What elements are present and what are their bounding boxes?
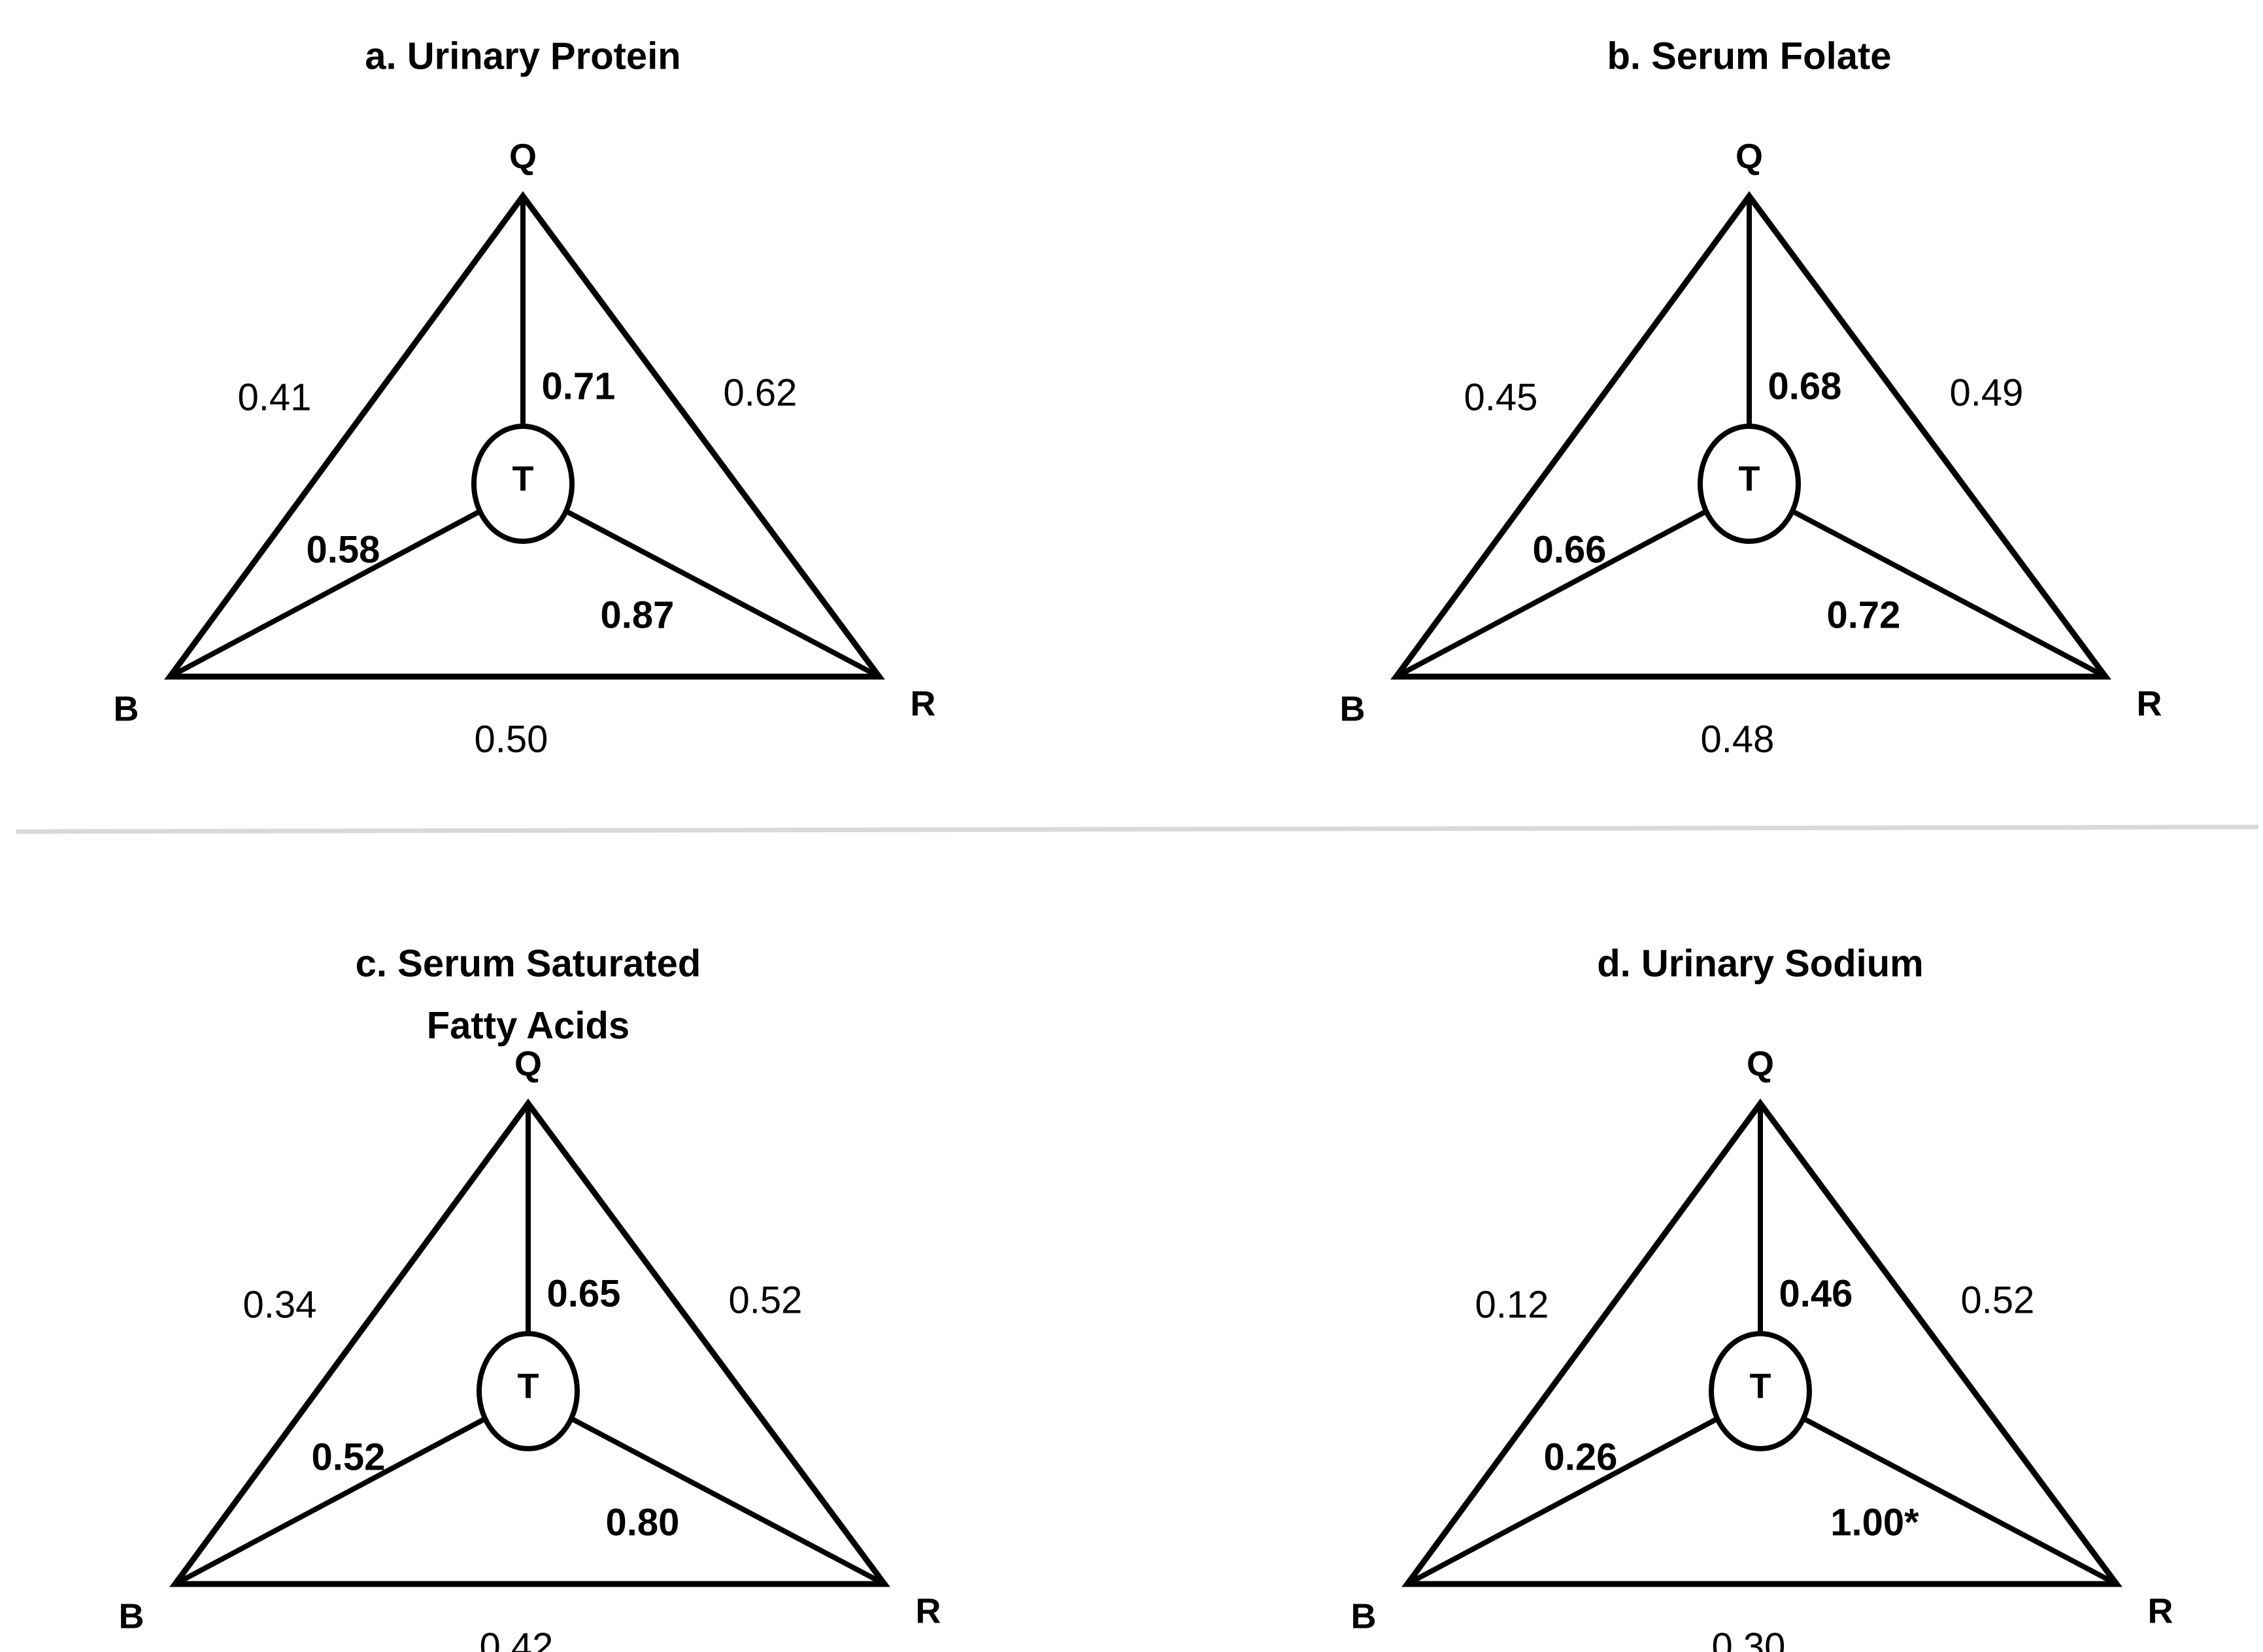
edge-value-q-r: 0.52 <box>1961 1279 2035 1321</box>
edge-value-q-r: 0.52 <box>729 1279 803 1321</box>
vertex-label-q: Q <box>1747 1044 1774 1083</box>
center-node-label: T <box>518 1366 539 1406</box>
spoke-value-b-t: 0.58 <box>307 528 380 571</box>
panel-title: d. Urinary Sodium <box>1597 942 1924 985</box>
vertex-label-b: B <box>114 689 139 728</box>
edge-value-b-q: 0.41 <box>238 376 312 418</box>
center-node-t <box>477 1331 580 1451</box>
edge-value-b-r: 0.30 <box>1712 1625 1786 1652</box>
triangle-outline <box>164 191 885 680</box>
vertex-label-r: R <box>2148 1591 2173 1630</box>
triangle-outline <box>1401 1098 2122 1587</box>
edge-value-b-r: 0.42 <box>480 1625 554 1652</box>
spoke-value-r-t: 1.00* <box>1830 1501 1919 1543</box>
center-node-label: T <box>1750 1366 1771 1406</box>
vertex-label-b: B <box>1351 1596 1377 1636</box>
spoke-value-q-t: 0.46 <box>1779 1272 1853 1315</box>
vertex-label-q: Q <box>1735 137 1763 176</box>
spoke-value-r-t: 0.80 <box>606 1501 680 1543</box>
vertex-label-r: R <box>2137 684 2162 723</box>
edge-value-q-r: 0.49 <box>1950 371 2024 414</box>
edge-value-b-q: 0.12 <box>1475 1283 1549 1326</box>
spoke-r-t <box>1791 509 2107 679</box>
triangle-outline <box>169 1098 890 1587</box>
spoke-b-t <box>174 1416 487 1587</box>
vertex-label-b: B <box>1340 689 1366 728</box>
vertex-label-q: Q <box>514 1044 542 1083</box>
edge-value-q-r: 0.62 <box>724 371 797 414</box>
spoke-value-b-t: 0.26 <box>1544 1436 1618 1478</box>
center-node-t <box>471 424 575 544</box>
spoke-r-t <box>1802 1416 2118 1587</box>
spoke-b-t <box>1395 509 1708 679</box>
spoke-value-b-t: 0.52 <box>312 1436 386 1478</box>
edge-value-b-q: 0.34 <box>243 1283 317 1326</box>
center-node-t <box>1698 424 1801 544</box>
spoke-b-t <box>1406 1416 1719 1587</box>
spoke-value-q-t: 0.71 <box>542 365 616 407</box>
panel-divider <box>16 824 2259 834</box>
vertex-label-q: Q <box>509 137 537 176</box>
spoke-b-t <box>169 509 482 679</box>
panel-title: Fatty Acids <box>427 1004 629 1047</box>
spoke-value-r-t: 0.87 <box>601 594 675 636</box>
center-node-label: T <box>512 459 534 498</box>
panel-title: b. Serum Folate <box>1607 35 1891 77</box>
spoke-r-t <box>570 1416 886 1587</box>
spoke-value-q-t: 0.68 <box>1768 365 1842 407</box>
triangle-outline <box>1390 191 2111 680</box>
spoke-value-r-t: 0.72 <box>1827 594 1901 636</box>
spoke-value-b-t: 0.66 <box>1533 528 1607 571</box>
vertex-label-r: R <box>916 1591 941 1630</box>
edge-value-b-r: 0.48 <box>1701 718 1775 760</box>
panel-title: c. Serum Saturated <box>356 942 701 985</box>
edge-value-b-r: 0.50 <box>475 718 548 760</box>
spoke-value-q-t: 0.65 <box>547 1272 621 1315</box>
center-node-t <box>1709 1331 1812 1451</box>
edge-value-b-q: 0.45 <box>1464 376 1538 418</box>
vertex-label-r: R <box>911 684 936 723</box>
spoke-r-t <box>565 509 880 679</box>
center-node-label: T <box>1739 459 1760 498</box>
panel-title: a. Urinary Protein <box>365 35 680 77</box>
vertex-label-b: B <box>119 1596 144 1636</box>
